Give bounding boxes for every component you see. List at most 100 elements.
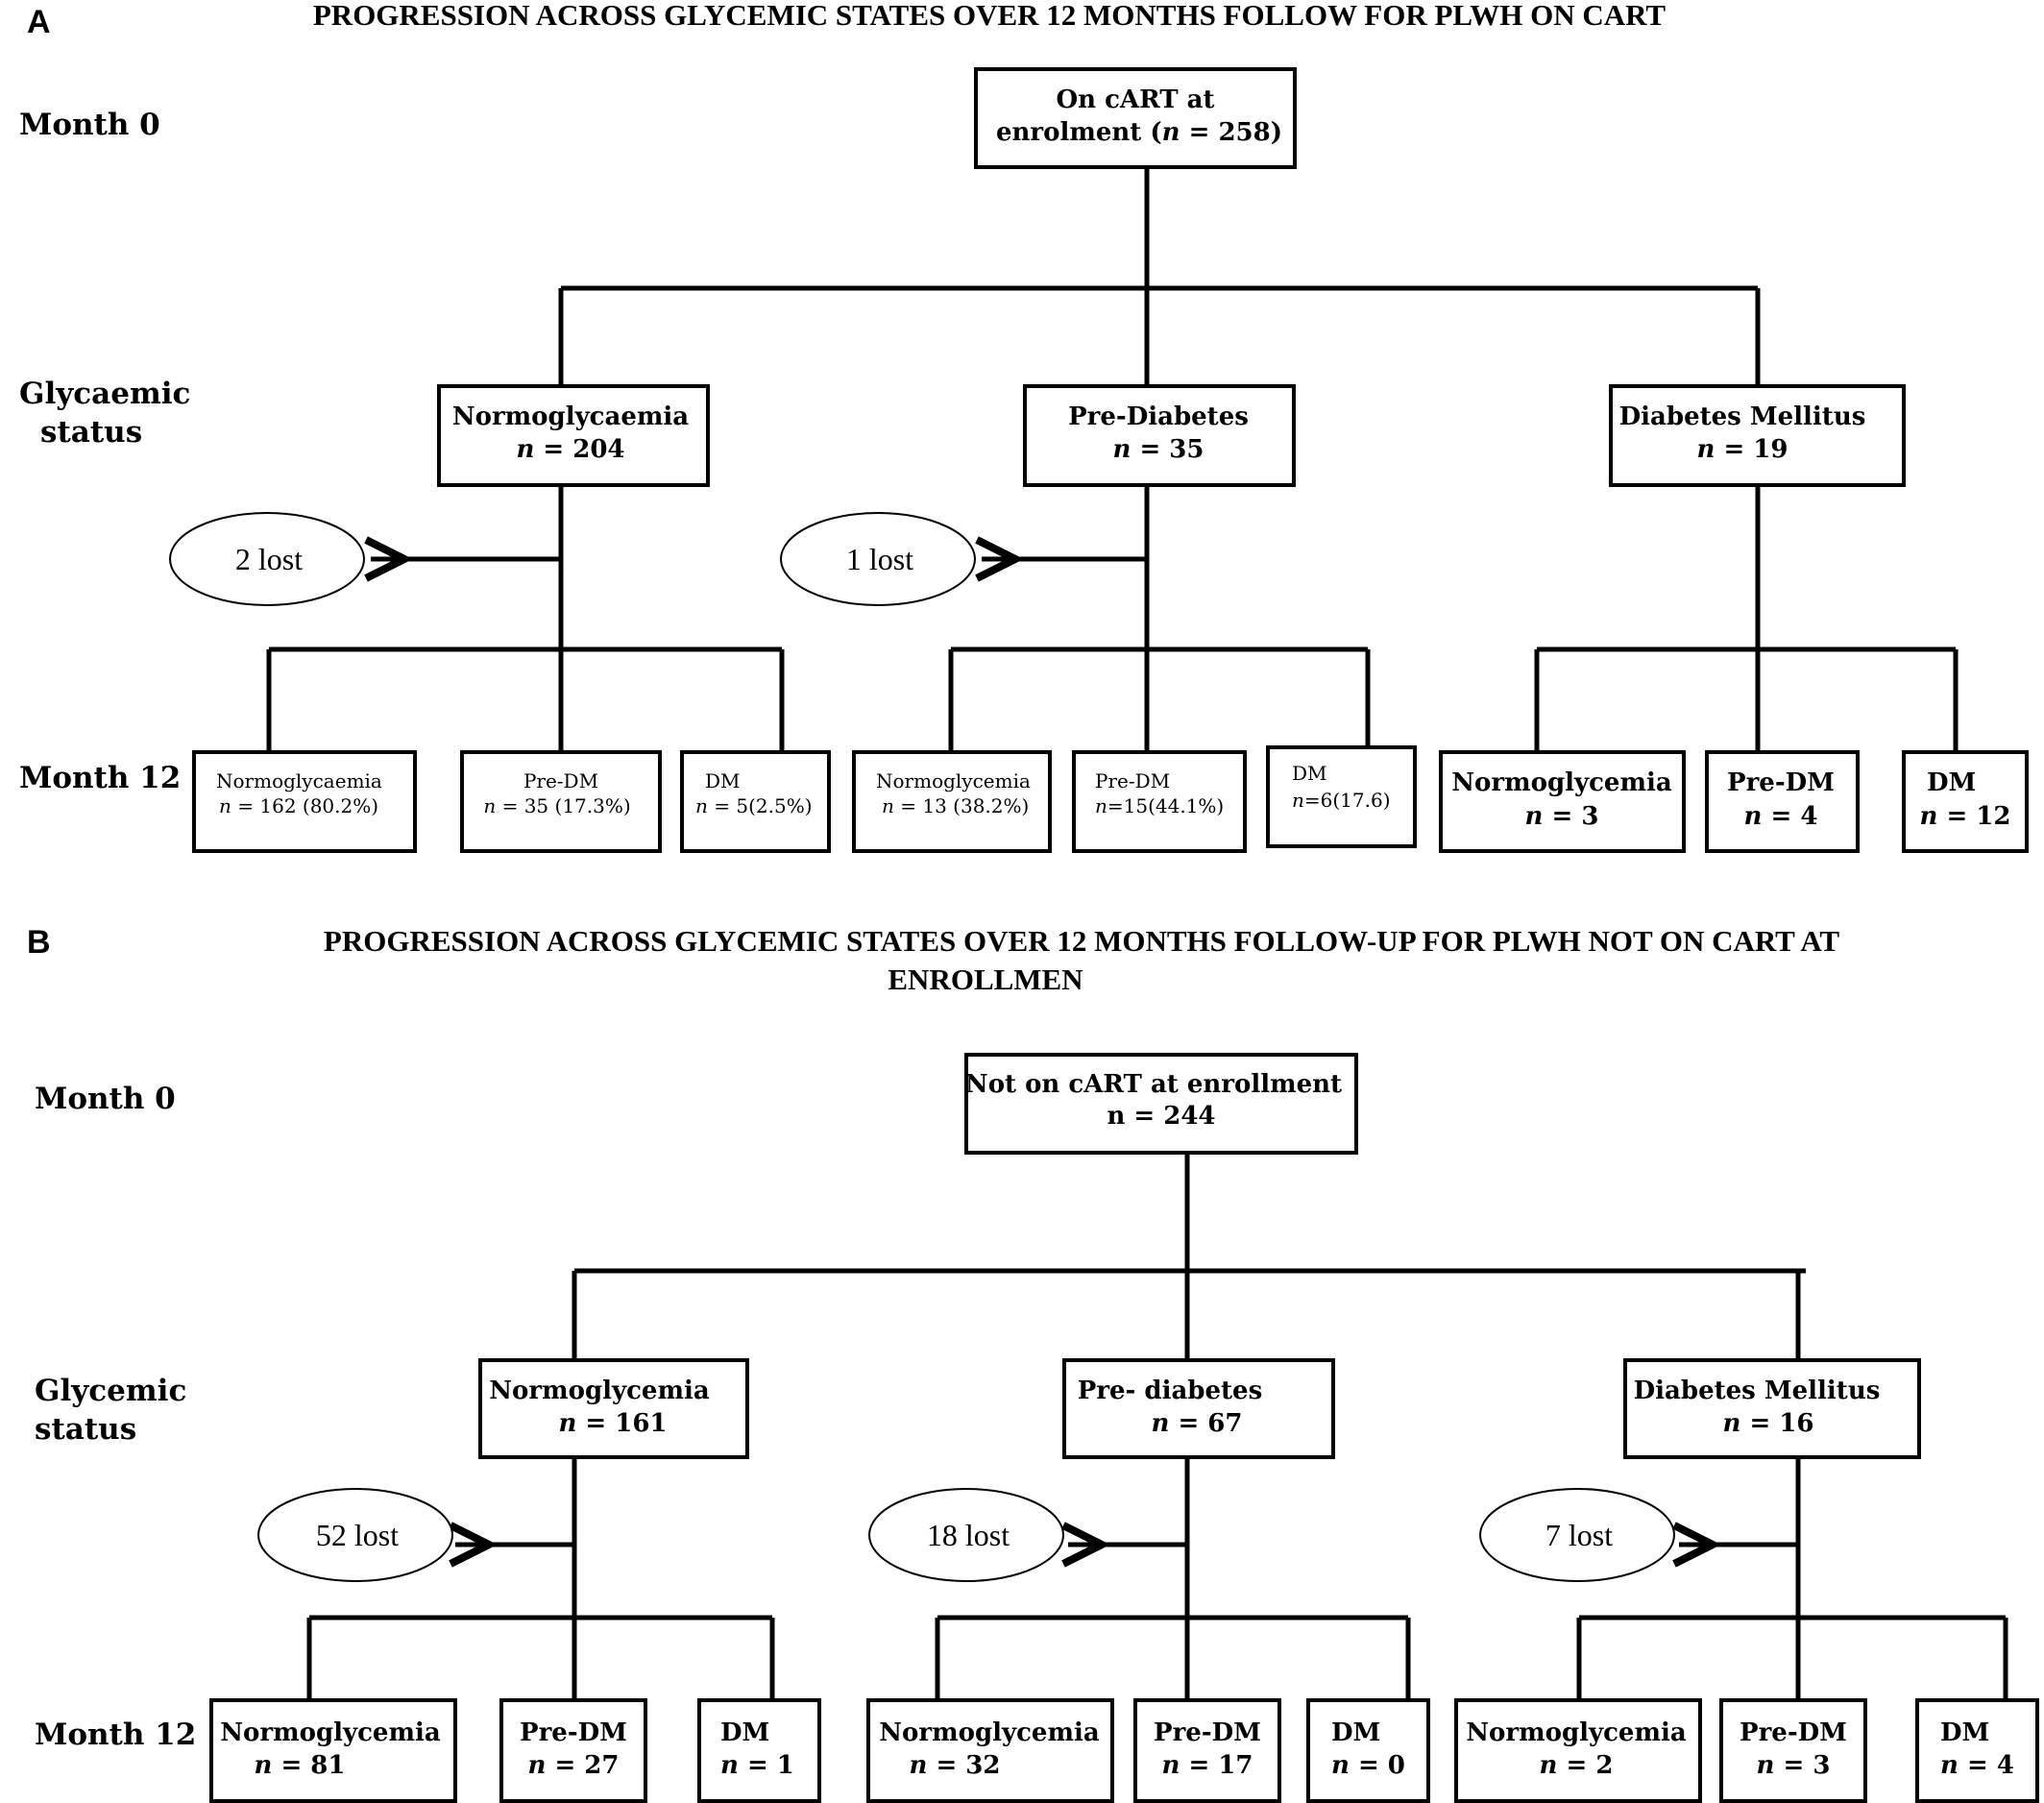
- outcome-value: n = 2: [1540, 1751, 1614, 1780]
- group-label: Diabetes Mellitus: [1619, 402, 1866, 431]
- outcome-box: [209, 1698, 457, 1803]
- lost-label: 52 lost: [316, 1518, 399, 1552]
- outcome-label: DM: [1927, 768, 1976, 797]
- outcome-label: DM: [1292, 762, 1327, 785]
- panel-b: B PROGRESSION ACROSS GLYCEMIC STATES OVE…: [27, 924, 2039, 1803]
- group-box-normoglycaemia: [437, 384, 710, 487]
- outcome-label: Normoglycaemia: [216, 769, 382, 792]
- root-line1: Not on cART at enrollment: [965, 1070, 1342, 1099]
- outcome-label: Normoglycemia: [1466, 1718, 1687, 1747]
- outcome-box: [866, 1698, 1114, 1803]
- panel-b-letter: B: [27, 924, 51, 961]
- group-label: Normoglycaemia: [452, 402, 689, 431]
- outcome-value: n = 35 (17.3%): [483, 794, 630, 817]
- outcome-value: n = 4: [1744, 802, 1818, 831]
- lost-label: 7 lost: [1545, 1518, 1613, 1552]
- panel-a: A PROGRESSION ACROSS GLYCEMIC STATES OVE…: [19, 0, 2029, 853]
- outcome-label: DM: [1331, 1718, 1380, 1747]
- lost-ellipse: [169, 512, 365, 606]
- lost-ellipse: [868, 1488, 1064, 1582]
- outcome-label: DM: [1940, 1718, 1989, 1747]
- outcome-label: Pre-DM: [1095, 769, 1170, 792]
- group-label: Diabetes Mellitus: [1634, 1377, 1881, 1405]
- outcome-value: n = 27: [528, 1751, 620, 1780]
- group-box-pre-diabetes: [1062, 1358, 1335, 1459]
- outcome-box: [192, 750, 417, 853]
- root-line2: n = 244: [1107, 1102, 1215, 1131]
- root-line1: On cART at: [1056, 85, 1214, 114]
- outcome-label: Normoglycemia: [220, 1718, 441, 1747]
- group-count: n = 35: [1113, 435, 1204, 464]
- outcome-box: [499, 1698, 647, 1803]
- outcome-value: n=6(17.6): [1292, 789, 1391, 812]
- group-box-diabetes-mellitus: [1623, 1358, 1921, 1459]
- outcome-label: Pre-DM: [520, 1718, 627, 1747]
- outcome-label: Normoglycemia: [879, 1718, 1100, 1747]
- row-label-month0: Month 0: [19, 108, 160, 142]
- outcome-box: [1915, 1698, 2039, 1803]
- group-count: n = 16: [1723, 1409, 1814, 1438]
- group-label: Normoglycemia: [489, 1377, 710, 1405]
- outcome-value: n = 81: [255, 1751, 346, 1780]
- root-box: [964, 1053, 1358, 1155]
- outcome-value: n = 0: [1331, 1751, 1405, 1780]
- group-count: n = 19: [1697, 435, 1788, 464]
- row-label-status-line1: Glycemic: [35, 1374, 186, 1408]
- group-label: Pre-Diabetes: [1068, 402, 1249, 431]
- outcome-label: Normoglycemia: [876, 769, 1031, 792]
- outcome-label: Pre-DM: [1740, 1718, 1847, 1747]
- root-line2: enrolment (n = 258): [996, 118, 1282, 147]
- group-count: n = 161: [558, 1409, 667, 1438]
- outcome-box: [1454, 1698, 1702, 1803]
- row-label-status-line2: status: [35, 1412, 136, 1447]
- root-box: [974, 67, 1297, 169]
- lost-ellipse: [257, 1488, 453, 1582]
- outcome-value: n = 32: [910, 1751, 1001, 1780]
- outcome-value: n = 1: [720, 1751, 794, 1780]
- outcome-value: n = 13 (38.2%): [882, 794, 1029, 817]
- group-box-diabetes-mellitus: [1609, 384, 1906, 487]
- outcome-box: [1266, 745, 1417, 848]
- outcome-label: Pre-DM: [1154, 1718, 1261, 1747]
- outcome-box: [1306, 1698, 1430, 1803]
- outcome-value: n = 3: [1525, 802, 1599, 831]
- outcome-value: n = 3: [1757, 1751, 1831, 1780]
- outcome-box: [852, 750, 1052, 853]
- lost-label: 2 lost: [235, 542, 303, 576]
- lost-ellipse: [1479, 1488, 1675, 1582]
- panel-a-title: PROGRESSION ACROSS GLYCEMIC STATES OVER …: [313, 0, 1667, 32]
- row-label-month12: Month 12: [19, 761, 181, 795]
- group-count: n = 67: [1152, 1409, 1243, 1438]
- panel-b-title-line2: ENROLLMEN: [888, 962, 1083, 996]
- outcome-label: Pre-DM: [1727, 768, 1835, 797]
- lost-label: 1 lost: [846, 542, 913, 576]
- outcome-box: [1439, 750, 1686, 853]
- group-count: n = 204: [516, 435, 624, 464]
- lost-label: 18 lost: [927, 1518, 1010, 1552]
- row-label-status-line1: Glycaemic: [19, 377, 190, 411]
- row-label-month0: Month 0: [35, 1082, 176, 1116]
- row-label-month12: Month 12: [35, 1718, 196, 1752]
- lost-ellipse: [780, 512, 976, 606]
- outcome-box: [1902, 750, 2029, 853]
- group-box-pre-diabetes: [1023, 384, 1296, 487]
- outcome-box: [1705, 750, 1860, 853]
- outcome-value: n=15(44.1%): [1095, 794, 1224, 817]
- outcome-box: [1133, 1698, 1281, 1803]
- outcome-value: n = 17: [1162, 1751, 1253, 1780]
- panel-a-letter: A: [27, 4, 51, 40]
- outcome-box: [460, 750, 662, 853]
- outcome-value: n = 5(2.5%): [695, 794, 813, 817]
- group-box-normoglycemia: [478, 1358, 749, 1459]
- row-label-status-line2: status: [40, 415, 142, 450]
- outcome-value: n = 12: [1920, 802, 2011, 831]
- outcome-box: [1072, 750, 1247, 853]
- outcome-value: n = 4: [1940, 1751, 2014, 1780]
- outcome-label: Pre-DM: [523, 769, 598, 792]
- outcome-label: Normoglycemia: [1451, 768, 1672, 797]
- group-label: Pre- diabetes: [1078, 1377, 1262, 1405]
- outcome-box: [1719, 1698, 1867, 1803]
- outcome-value: n = 162 (80.2%): [219, 794, 378, 817]
- outcome-box: [680, 750, 831, 853]
